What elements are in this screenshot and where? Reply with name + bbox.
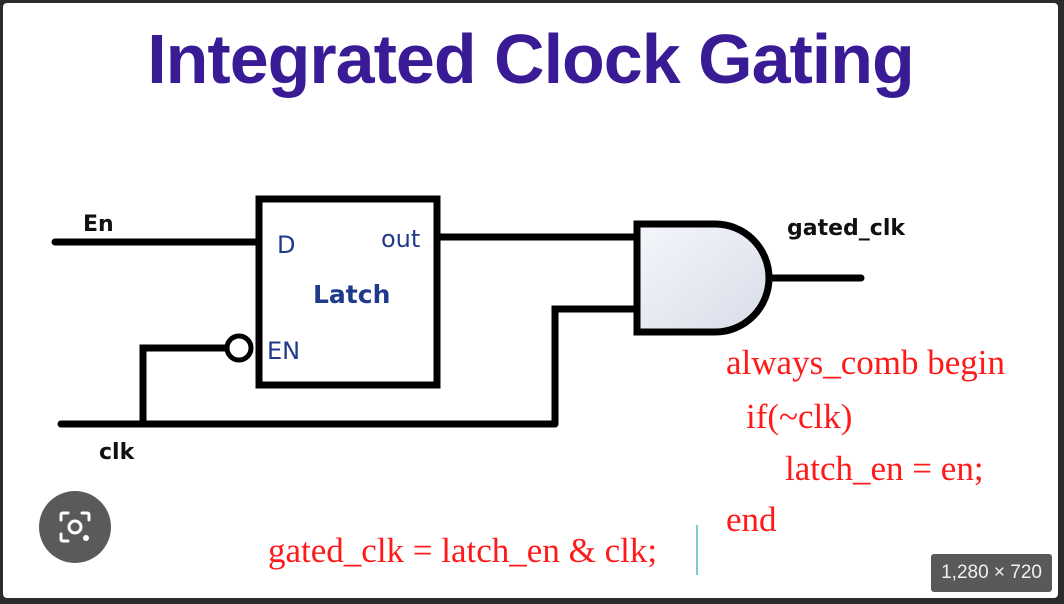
text-cursor (696, 525, 698, 575)
visual-search-button[interactable] (39, 491, 111, 563)
latch-pin-out: out (381, 225, 420, 253)
latch-name: Latch (313, 280, 390, 309)
label-clk: clk (99, 440, 136, 465)
latch-pin-en: EN (267, 337, 300, 365)
wire-clk-to-latch-en (139, 344, 225, 424)
code-line-3: latch_en = en; (785, 449, 984, 488)
image-frame: Integrated Clock Gating En clk D out (3, 3, 1058, 598)
and-gate (633, 220, 773, 336)
image-size-badge: 1,280 × 720 (931, 554, 1052, 592)
code-line-4: end (726, 500, 777, 539)
inversion-bubble (224, 333, 254, 363)
visual-search-icon (59, 511, 91, 543)
label-gated-clk: gated_clk (787, 216, 906, 241)
code-line-1: always_comb begin (726, 343, 1005, 382)
clock-gating-diagram: En clk D out Latch EN gated_clk (51, 195, 906, 465)
label-en: En (83, 212, 114, 237)
latch-box (255, 195, 441, 389)
page-title: Integrated Clock Gating (147, 20, 915, 98)
code-line-2: if(~clk) (746, 397, 853, 436)
latch-pin-d: D (277, 231, 295, 259)
wire-clk-to-and (551, 305, 637, 424)
code-assign: gated_clk = latch_en & clk; (268, 531, 658, 570)
